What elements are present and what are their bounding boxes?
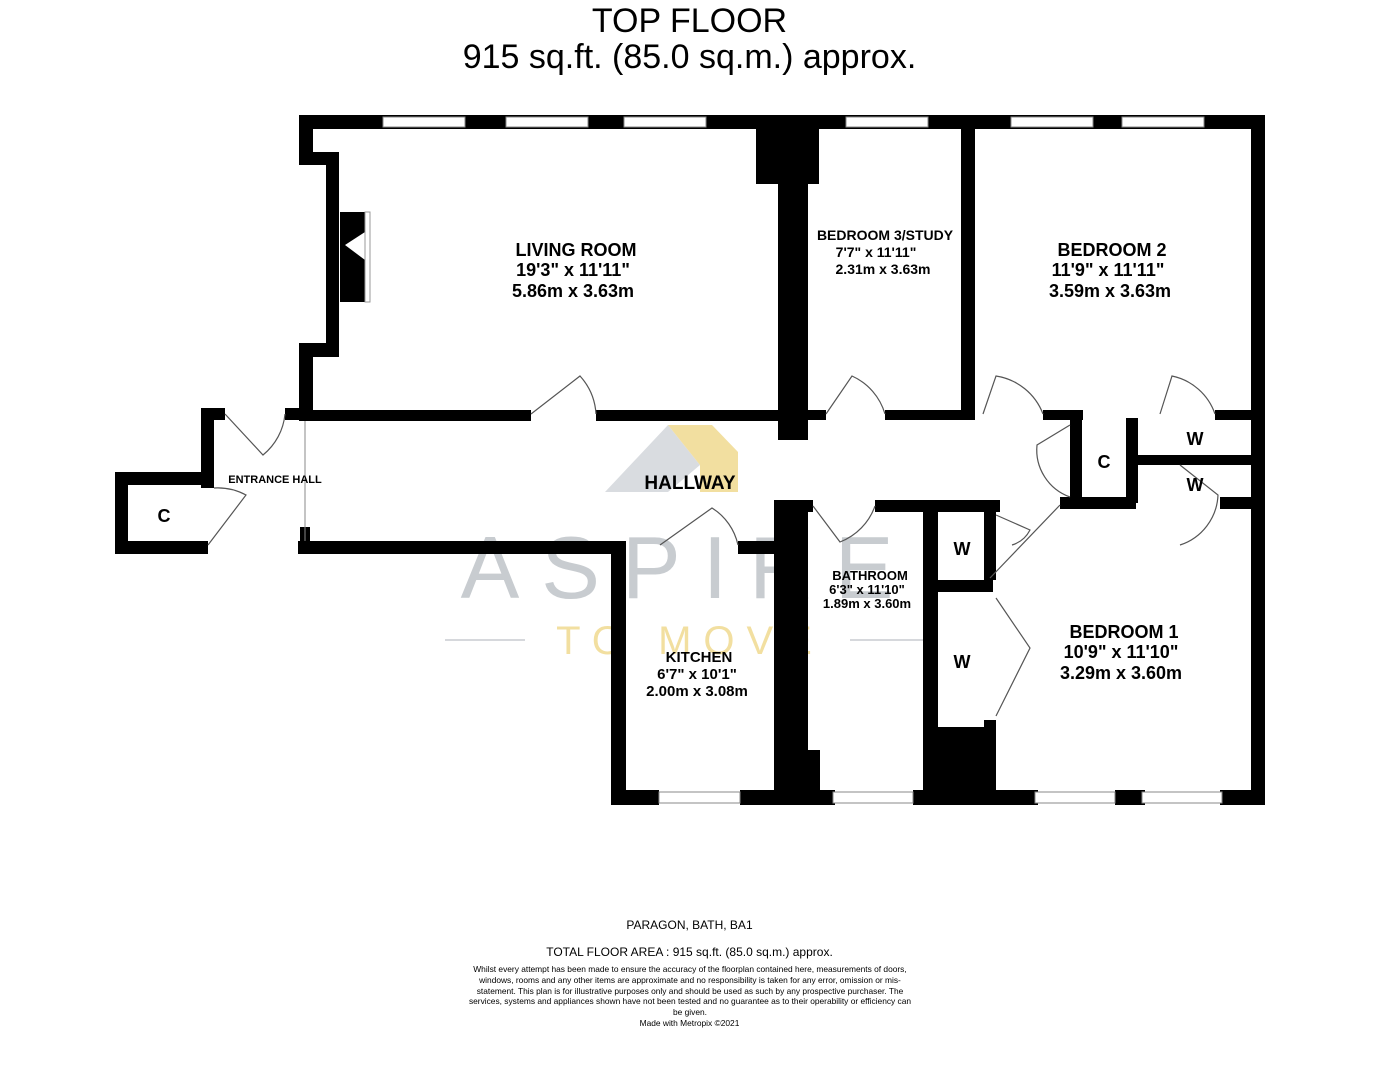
window [1034, 791, 1116, 804]
door [825, 375, 886, 415]
door [995, 597, 1031, 717]
floor-area-subtitle: 915 sq.ft. (85.0 sq.m.) approx. [462, 38, 917, 76]
bathroom-metric: 1.89m x 3.60m [823, 596, 911, 611]
watermark-tagline: TO MOVE [556, 619, 824, 663]
door [995, 514, 1031, 546]
bedroom3-imperial: 7'7" x 11'11" [836, 244, 917, 260]
wardrobe-label: W [1187, 429, 1204, 449]
door [982, 375, 1044, 415]
watermark-logo-grey [605, 425, 700, 492]
room-labels: LIVING ROOM 19'3" x 11'11" 5.86m x 3.63m… [158, 227, 1204, 700]
bedroom2-metric: 3.59m x 3.63m [1049, 281, 1171, 301]
entrance-hall-name: ENTRANCE HALL [228, 474, 322, 486]
door [659, 507, 739, 546]
window [382, 116, 466, 128]
bathroom-name: BATHROOM [832, 568, 908, 583]
window [845, 116, 929, 128]
floor-title: TOP FLOOR [591, 2, 788, 40]
watermark: ASPIRE TO MOVE [445, 425, 930, 663]
living-room-metric: 5.86m x 3.63m [512, 281, 634, 301]
door [1179, 464, 1219, 546]
cupboard-entrance-label: C [158, 506, 171, 526]
watermark-brand: ASPIRE [461, 518, 916, 617]
total-floor-area: TOTAL FLOOR AREA : 915 sq.ft. (85.0 sq.m… [546, 945, 833, 959]
window [623, 116, 707, 128]
disclaimer-text: Whilst every attempt has been made to en… [468, 964, 912, 1018]
watermark-logo-gold [668, 425, 738, 492]
made-with-credit: Made with Metropix ©2021 [639, 1018, 740, 1028]
bedroom3-name: BEDROOM 3/STUDY [817, 227, 954, 243]
window [1141, 791, 1223, 804]
kitchen-imperial: 6'7" x 10'1" [657, 666, 737, 683]
bedroom3-metric: 2.31m x 3.63m [836, 261, 931, 277]
wardrobe-label: W [1187, 475, 1204, 495]
bedroom1-name: BEDROOM 1 [1069, 622, 1178, 642]
door [1036, 424, 1071, 498]
window [832, 791, 914, 804]
living-room-name: LIVING ROOM [516, 240, 637, 260]
wardrobe-label: W [954, 539, 971, 559]
bedroom2-name: BEDROOM 2 [1057, 240, 1166, 260]
door [207, 487, 247, 546]
bathroom-imperial: 6'3" x 11'10" [829, 582, 905, 597]
bedroom2-imperial: 11'9" x 11'11" [1052, 260, 1165, 280]
door [812, 505, 876, 543]
bedroom1-metric: 3.29m x 3.60m [1060, 663, 1182, 683]
wardrobe-label: W [954, 652, 971, 672]
door [1159, 375, 1216, 415]
doors [207, 375, 1219, 717]
door [530, 375, 597, 415]
hallway-name: HALLWAY [644, 473, 735, 494]
kitchen-metric: 2.00m x 3.08m [646, 683, 748, 700]
window [658, 791, 741, 804]
door [989, 504, 1061, 579]
window [1010, 116, 1094, 128]
property-address: PARAGON, BATH, BA1 [626, 918, 753, 932]
window [1121, 116, 1205, 128]
living-room-imperial: 19'3" x 11'11" [516, 260, 630, 280]
bedroom1-imperial: 10'9" x 11'10" [1064, 642, 1179, 662]
kitchen-name: KITCHEN [666, 649, 733, 666]
window [505, 116, 589, 128]
door [224, 413, 286, 456]
cupboard-hall-label: C [1098, 452, 1111, 472]
windows [382, 116, 1223, 804]
